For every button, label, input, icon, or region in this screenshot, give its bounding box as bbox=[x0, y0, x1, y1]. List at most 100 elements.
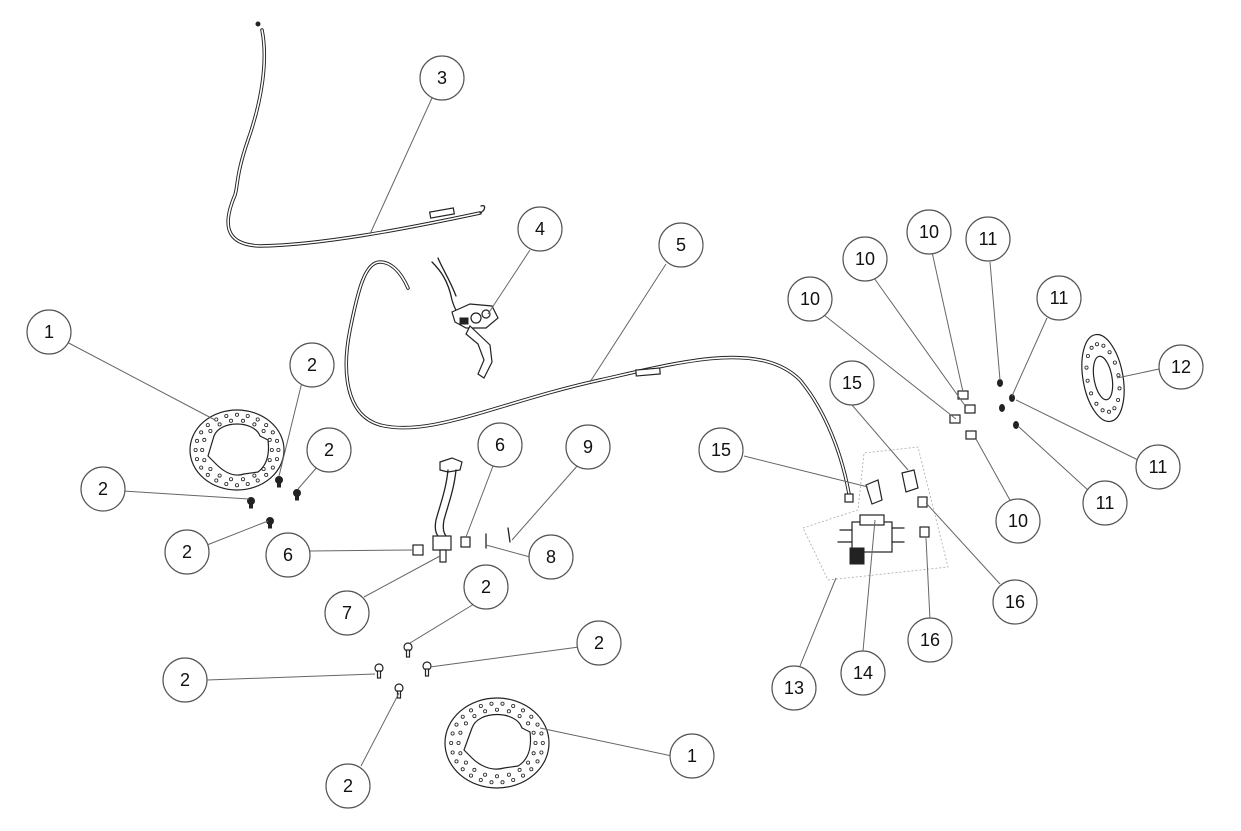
callout-2-a: 2 bbox=[289, 342, 335, 388]
disc-perforation-hole bbox=[472, 714, 477, 719]
disc-perforation-hole bbox=[526, 721, 531, 726]
callout-2-f: 2 bbox=[576, 620, 622, 666]
callout-11-c-label: 11 bbox=[1149, 457, 1168, 477]
callout-12-label: 12 bbox=[1171, 357, 1191, 377]
callout-6-b: 6 bbox=[477, 422, 523, 468]
callout-2-c-label: 2 bbox=[98, 479, 108, 499]
disc-perforation-hole bbox=[450, 731, 455, 736]
part-16-shim-lower bbox=[919, 526, 930, 538]
callout-2-g: 2 bbox=[162, 657, 208, 703]
disc-perforation-hole bbox=[468, 773, 473, 778]
disc-perforation-hole bbox=[1089, 345, 1094, 350]
disc-perforation-hole bbox=[463, 721, 468, 726]
disc-perforation-hole bbox=[533, 741, 538, 746]
disc-perforation-hole bbox=[460, 767, 465, 772]
disc-perforation-hole bbox=[199, 430, 204, 435]
callout-12: 12 bbox=[1158, 344, 1204, 390]
disc-perforation-hole bbox=[261, 466, 266, 471]
disc-perforation-hole bbox=[531, 730, 536, 735]
disc-perforation-hole bbox=[261, 428, 266, 433]
callout-11-d: 11 bbox=[1082, 480, 1128, 526]
part-9-clip bbox=[507, 527, 511, 543]
callout-16-a: 16 bbox=[992, 579, 1038, 625]
callout-11-d-label: 11 bbox=[1096, 493, 1115, 513]
part-10-bolts bbox=[949, 390, 977, 440]
disc-perforation-hole bbox=[205, 423, 210, 428]
callout-2-a-label: 2 bbox=[307, 355, 317, 375]
part-1-brake-disc-top bbox=[189, 409, 285, 491]
callout-3: 3 bbox=[419, 55, 465, 101]
disc-perforation-hole bbox=[1112, 406, 1117, 411]
callout-2-g-label: 2 bbox=[180, 670, 190, 690]
disc-perforation-hole bbox=[450, 750, 455, 755]
callout-5-label: 5 bbox=[676, 235, 686, 255]
disc-perforation-hole bbox=[483, 772, 488, 777]
callout-15-b-label: 15 bbox=[842, 373, 862, 393]
part-11-washers bbox=[997, 379, 1019, 429]
disc-perforation-hole bbox=[535, 759, 540, 764]
part-2-bolts-top bbox=[247, 476, 301, 529]
disc-perforation-hole bbox=[245, 481, 250, 486]
disc-perforation-hole bbox=[276, 447, 281, 452]
disc-perforation-hole bbox=[521, 708, 526, 713]
disc-perforation-hole bbox=[526, 760, 531, 765]
disc-perforation-hole bbox=[214, 478, 219, 483]
disc-perforation-hole bbox=[240, 418, 245, 423]
disc-perforation-hole bbox=[202, 458, 207, 463]
disc-perforation-hole bbox=[208, 428, 213, 433]
disc-perforation-hole bbox=[458, 730, 463, 735]
disc-perforation-hole bbox=[199, 465, 204, 470]
disc-perforation-hole bbox=[500, 701, 505, 706]
callout-6-a-label: 6 bbox=[283, 545, 293, 565]
disc-perforation-hole bbox=[449, 741, 454, 746]
callout-10-b: 10 bbox=[842, 236, 888, 282]
callout-11-c: 11 bbox=[1135, 444, 1181, 490]
disc-perforation-hole bbox=[529, 714, 534, 719]
callout-2-h: 2 bbox=[325, 763, 371, 809]
callout-11-b-label: 11 bbox=[1050, 288, 1069, 308]
disc-perforation-hole bbox=[511, 778, 516, 783]
disc-perforation-hole bbox=[494, 774, 499, 779]
disc-perforation-hole bbox=[1116, 373, 1121, 378]
part-5-cable bbox=[344, 260, 854, 503]
disc-perforation-hole bbox=[1094, 401, 1099, 406]
callout-14-label: 14 bbox=[853, 663, 873, 683]
disc-perforation-hole bbox=[506, 772, 511, 777]
part-13-caliper-assembly bbox=[802, 446, 949, 581]
disc-perforation-hole bbox=[252, 473, 257, 478]
part-1-brake-disc-bottom bbox=[444, 697, 550, 789]
disc-perforation-hole bbox=[245, 413, 250, 418]
callout-2-d: 2 bbox=[164, 529, 210, 575]
callout-9-label: 9 bbox=[583, 437, 593, 457]
disc-perforation-hole bbox=[517, 714, 522, 719]
disc-perforation-hole bbox=[535, 722, 540, 727]
callout-2-b-label: 2 bbox=[324, 440, 334, 460]
disc-perforation-hole bbox=[489, 701, 494, 706]
disc-perforation-hole bbox=[500, 780, 505, 785]
disc-perforation-hole bbox=[1084, 365, 1089, 370]
disc-perforation-hole bbox=[1107, 350, 1112, 355]
disc-perforation-hole bbox=[468, 708, 473, 713]
callout-4: 4 bbox=[517, 206, 563, 252]
callout-2-d-label: 2 bbox=[182, 542, 192, 562]
disc-perforation-hole bbox=[255, 417, 260, 422]
disc-perforation-hole bbox=[264, 423, 269, 428]
disc-perforation-hole bbox=[529, 767, 534, 772]
disc-perforation-hole bbox=[217, 422, 222, 427]
callout-9: 9 bbox=[565, 424, 611, 470]
callout-10-b-label: 10 bbox=[855, 249, 875, 269]
disc-perforation-hole bbox=[454, 759, 459, 764]
disc-perforation-hole bbox=[208, 466, 213, 471]
callout-2-b: 2 bbox=[306, 427, 352, 473]
disc-perforation-hole bbox=[521, 773, 526, 778]
part-3-cable bbox=[226, 21, 486, 248]
callout-7: 7 bbox=[324, 590, 370, 636]
disc-perforation-hole bbox=[478, 778, 483, 783]
disc-perforation-hole bbox=[483, 709, 488, 714]
callout-10-a-label: 10 bbox=[800, 289, 820, 309]
callout-15-b: 15 bbox=[829, 360, 875, 406]
part-12-brake-disc-small bbox=[1081, 333, 1125, 423]
callout-2-h-label: 2 bbox=[343, 776, 353, 796]
disc-perforation-hole bbox=[194, 457, 199, 462]
